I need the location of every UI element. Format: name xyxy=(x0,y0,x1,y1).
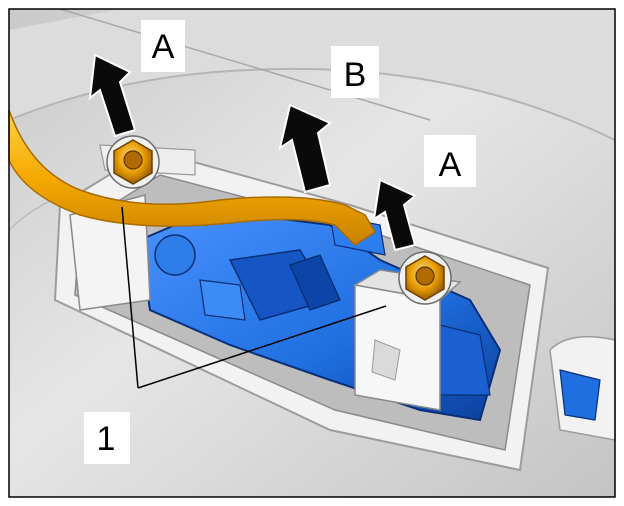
nut-left xyxy=(106,135,160,189)
label-b: B xyxy=(331,46,379,98)
label-callout-1-text: 1 xyxy=(97,420,116,458)
label-a-right-text: A xyxy=(439,146,462,184)
label-a-right: A xyxy=(424,135,476,187)
arrow-a-left xyxy=(88,53,137,138)
label-a-left: A xyxy=(141,20,185,72)
label-b-text: B xyxy=(344,56,367,94)
arrow-b xyxy=(278,103,332,194)
yellow-cable xyxy=(8,109,377,246)
right-edge-connector xyxy=(549,335,616,441)
arrow-a-right xyxy=(372,178,417,252)
label-a-left-text: A xyxy=(152,28,175,66)
nut-right xyxy=(398,251,452,305)
callout-1-leaders xyxy=(121,206,387,389)
diagram-frame xyxy=(8,8,616,498)
label-callout-1: 1 xyxy=(84,412,130,464)
